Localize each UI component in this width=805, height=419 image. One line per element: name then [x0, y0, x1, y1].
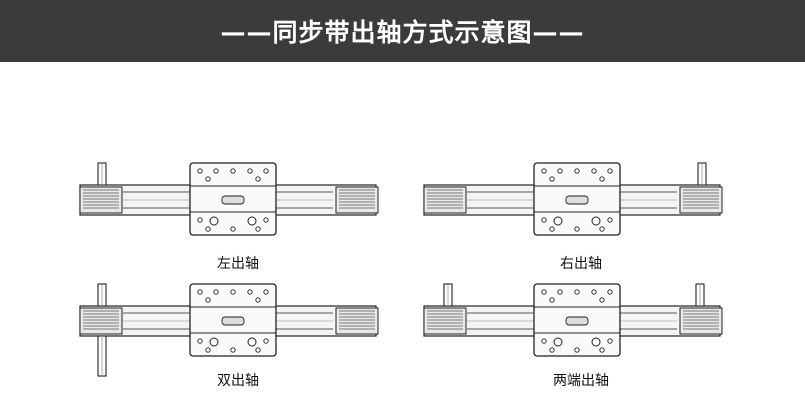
- bolt-hole: [209, 216, 219, 226]
- diagram-double-shaft: [78, 278, 460, 386]
- linear-module-drawing: [423, 283, 723, 357]
- mounting-hole: [213, 168, 219, 174]
- diagram-ends-shaft: [422, 278, 804, 386]
- mounting-hole: [549, 297, 555, 303]
- mounting-hole: [599, 176, 605, 182]
- left-end-cap: [79, 186, 123, 214]
- linear-module-drawing: [79, 283, 379, 377]
- mounting-hole: [205, 347, 211, 353]
- mounting-hole: [205, 176, 211, 182]
- mounting-hole: [197, 217, 203, 223]
- diagram-left-shaft: [78, 157, 460, 265]
- mounting-hole: [263, 338, 269, 344]
- caption-left-shaft: 左出轴: [217, 256, 259, 272]
- mounting-hole: [205, 297, 211, 303]
- mounting-hole: [255, 297, 261, 303]
- mounting-hole: [247, 289, 253, 295]
- slot: [221, 316, 245, 326]
- title-banner: ——同步带出轴方式示意图——: [0, 0, 805, 62]
- caption-right-shaft: 右出轴: [560, 256, 602, 272]
- bolt-hole: [553, 216, 563, 226]
- mounting-hole: [263, 168, 269, 174]
- caption-double-shaft: 双出轴: [217, 373, 259, 389]
- mounting-hole: [230, 289, 236, 295]
- mounting-hole: [549, 226, 555, 232]
- diagram-right-shaft: [422, 157, 804, 265]
- right-end-cap: [679, 186, 723, 214]
- page-title: ——同步带出轴方式示意图——: [220, 18, 585, 47]
- bolt-hole: [209, 337, 219, 347]
- linear-module-drawing: [423, 162, 723, 236]
- mounting-hole: [557, 289, 563, 295]
- bolt-hole: [247, 216, 257, 226]
- mounting-hole: [541, 168, 547, 174]
- mounting-hole: [205, 226, 211, 232]
- mounting-hole: [599, 226, 605, 232]
- mounting-hole: [263, 289, 269, 295]
- mounting-hole: [197, 338, 203, 344]
- slot: [565, 316, 589, 326]
- mounting-hole: [574, 226, 580, 232]
- mounting-hole: [541, 217, 547, 223]
- mounting-hole: [230, 226, 236, 232]
- mounting-hole: [557, 168, 563, 174]
- mounting-hole: [607, 168, 613, 174]
- mounting-hole: [599, 347, 605, 353]
- mounting-hole: [549, 347, 555, 353]
- left-end-cap: [79, 307, 123, 335]
- right-end-cap: [335, 186, 379, 214]
- left-end-cap: [423, 307, 467, 335]
- mounting-hole: [574, 289, 580, 295]
- mounting-hole: [607, 289, 613, 295]
- bolt-hole: [591, 216, 601, 226]
- mounting-hole: [574, 347, 580, 353]
- mounting-hole: [255, 176, 261, 182]
- mounting-hole: [541, 338, 547, 344]
- mounting-hole: [213, 289, 219, 295]
- slot: [565, 195, 589, 205]
- mounting-hole: [591, 289, 597, 295]
- bolt-hole: [553, 337, 563, 347]
- bolt-hole: [247, 337, 257, 347]
- mounting-hole: [607, 217, 613, 223]
- mounting-hole: [247, 168, 253, 174]
- right-end-cap: [679, 307, 723, 335]
- mounting-hole: [230, 168, 236, 174]
- linear-module-drawing: [79, 162, 379, 236]
- bolt-hole: [591, 337, 601, 347]
- left-end-cap: [423, 186, 467, 214]
- caption-ends-shaft: 两端出轴: [553, 373, 609, 389]
- mounting-hole: [599, 297, 605, 303]
- mounting-hole: [255, 347, 261, 353]
- mounting-hole: [255, 226, 261, 232]
- mounting-hole: [607, 338, 613, 344]
- right-end-cap: [335, 307, 379, 335]
- slot: [221, 195, 245, 205]
- mounting-hole: [197, 168, 203, 174]
- mounting-hole: [263, 217, 269, 223]
- mounting-hole: [230, 347, 236, 353]
- mounting-hole: [574, 168, 580, 174]
- mounting-hole: [541, 289, 547, 295]
- mounting-hole: [591, 168, 597, 174]
- mounting-hole: [197, 289, 203, 295]
- mounting-hole: [549, 176, 555, 182]
